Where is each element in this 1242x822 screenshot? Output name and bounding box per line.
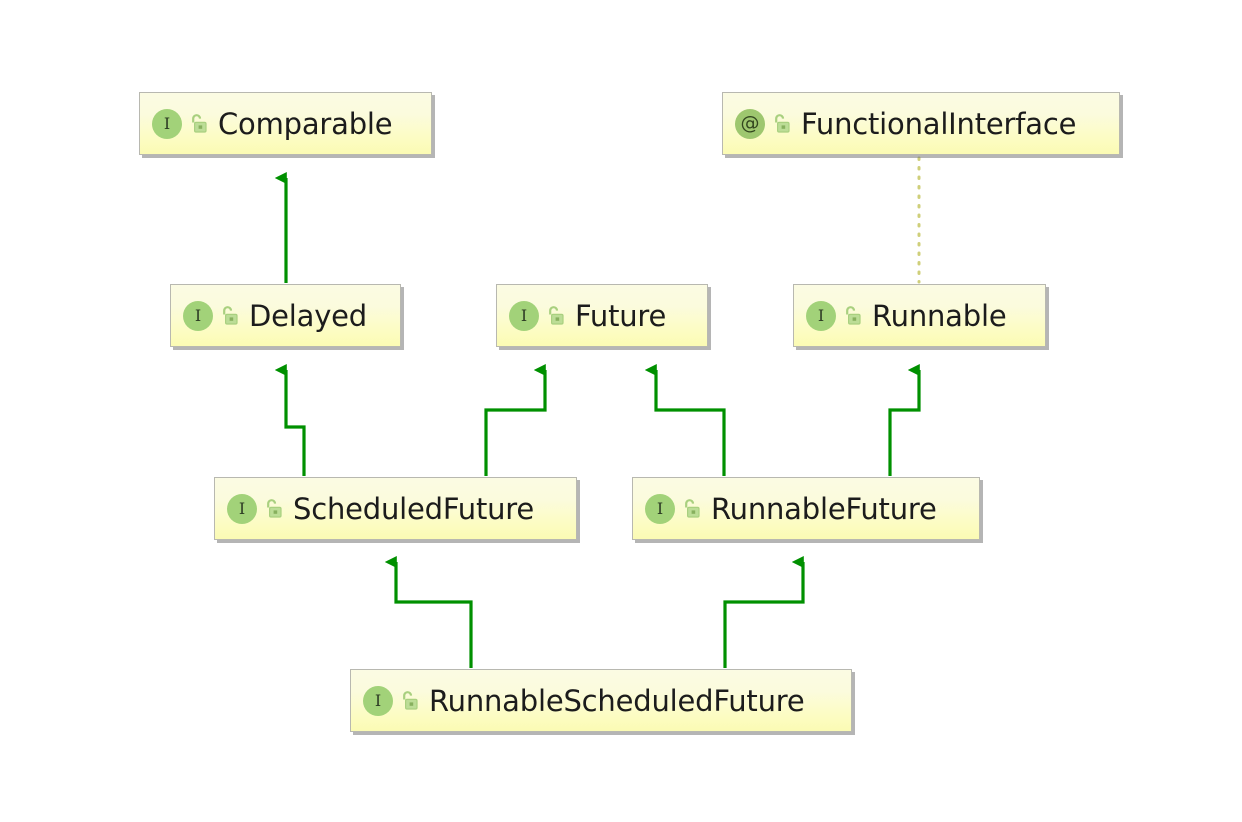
edge-scheduledfuture-to-future (484, 364, 547, 476)
class-node-label: Future (575, 298, 667, 333)
class-node-label: Runnable (872, 298, 1007, 333)
interface-circle-icon: I (227, 493, 257, 524)
interface-circle-icon: I (509, 300, 539, 331)
class-node-label: Comparable (218, 106, 393, 141)
class-node-label: Delayed (249, 298, 368, 333)
class-node-future[interactable]: I Future (496, 284, 708, 347)
class-node-functionalinterface[interactable]: @ FunctionalInterface (722, 92, 1120, 155)
interface-circle-icon: I (152, 108, 182, 139)
public-unlocked-padlock-icon (403, 690, 418, 710)
public-unlocked-padlock-icon (223, 305, 238, 325)
class-node-scheduledfuture[interactable]: I ScheduledFuture (214, 477, 577, 540)
edge-runnablescheduledfuture-to-runnablefuture (723, 556, 805, 668)
public-unlocked-padlock-icon (549, 305, 564, 325)
class-node-label: RunnableFuture (711, 491, 937, 526)
public-unlocked-padlock-icon (775, 113, 790, 133)
interface-circle-icon: I (363, 685, 393, 716)
class-node-comparable[interactable]: I Comparable (139, 92, 432, 155)
class-node-runnablescheduledfuture[interactable]: I RunnableScheduledFuture (350, 669, 852, 732)
interface-circle-icon: I (806, 300, 836, 331)
class-node-delayed[interactable]: I Delayed (170, 284, 401, 347)
class-node-runnable[interactable]: I Runnable (793, 284, 1046, 347)
interface-circle-icon: I (645, 493, 675, 524)
annotation-circle-icon: @ (735, 108, 765, 139)
edge-runnablescheduledfuture-to-scheduledfuture (384, 556, 473, 668)
edge-scheduledfuture-to-delayed (274, 364, 306, 476)
public-unlocked-padlock-icon (846, 305, 861, 325)
public-unlocked-padlock-icon (685, 498, 700, 518)
public-unlocked-padlock-icon (267, 498, 282, 518)
edge-runnablefuture-to-runnable (888, 364, 921, 476)
edge-runnablefuture-to-future (644, 364, 726, 476)
public-unlocked-padlock-icon (192, 113, 207, 133)
class-node-label: RunnableScheduledFuture (429, 683, 805, 718)
class-node-label: FunctionalInterface (801, 106, 1077, 141)
class-node-label: ScheduledFuture (293, 491, 535, 526)
class-node-runnablefuture[interactable]: I RunnableFuture (632, 477, 980, 540)
interface-circle-icon: I (183, 300, 213, 331)
